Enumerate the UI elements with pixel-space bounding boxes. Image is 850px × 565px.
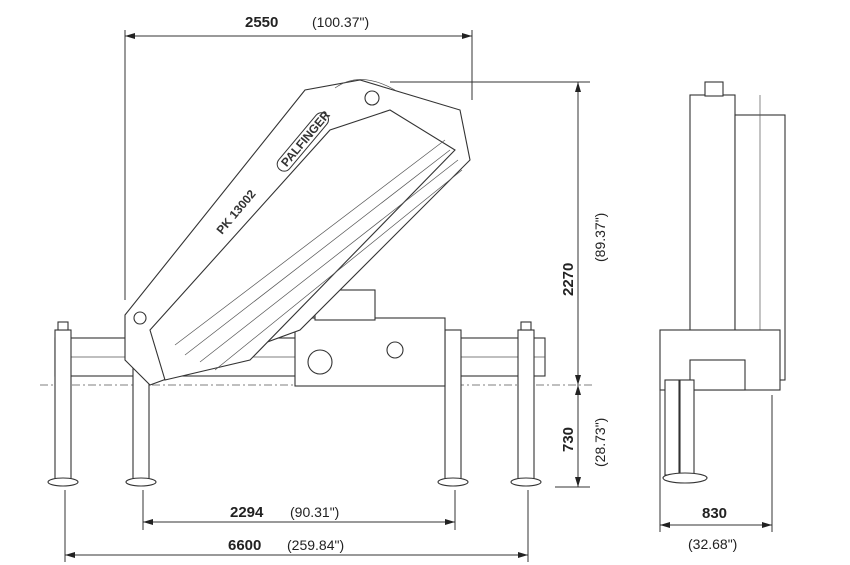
dimension-below-mount: 730 (28.73") bbox=[555, 385, 608, 488]
dimension-outer-span: 6600 (259.84") bbox=[64, 490, 529, 562]
outrigger-leg-left-outer bbox=[47, 321, 79, 487]
dimension-height: 2270 (89.37") bbox=[390, 81, 608, 385]
dimension-inner-span: 2294 (90.31") bbox=[142, 490, 456, 530]
dimension-value: 830 bbox=[702, 505, 727, 522]
dimension-inch: (90.31") bbox=[290, 504, 339, 520]
dimension-inch: (100.37") bbox=[312, 14, 369, 30]
dimension-value: 2550 bbox=[245, 14, 278, 31]
dimension-width: 830 (32.68") bbox=[659, 390, 773, 552]
outrigger-leg-right-inner bbox=[437, 329, 469, 487]
dimension-inch: (89.37") bbox=[592, 213, 608, 262]
outrigger-leg-right-outer bbox=[510, 321, 542, 487]
crane-boom: PK 13002 PALFINGER bbox=[124, 79, 471, 386]
dimension-inch: (259.84") bbox=[287, 537, 344, 553]
crane-base bbox=[294, 289, 446, 387]
dimension-inch: (32.68") bbox=[688, 536, 737, 552]
dimension-value: 6600 bbox=[228, 537, 261, 554]
front-view-crane bbox=[659, 81, 786, 484]
dimension-overall-reach: 2550 (100.37") bbox=[124, 14, 473, 300]
dimension-value: 2270 bbox=[560, 263, 577, 296]
dimension-value: 730 bbox=[560, 427, 577, 452]
dimension-value: 2294 bbox=[230, 504, 264, 521]
dimension-inch: (28.73") bbox=[592, 418, 608, 467]
